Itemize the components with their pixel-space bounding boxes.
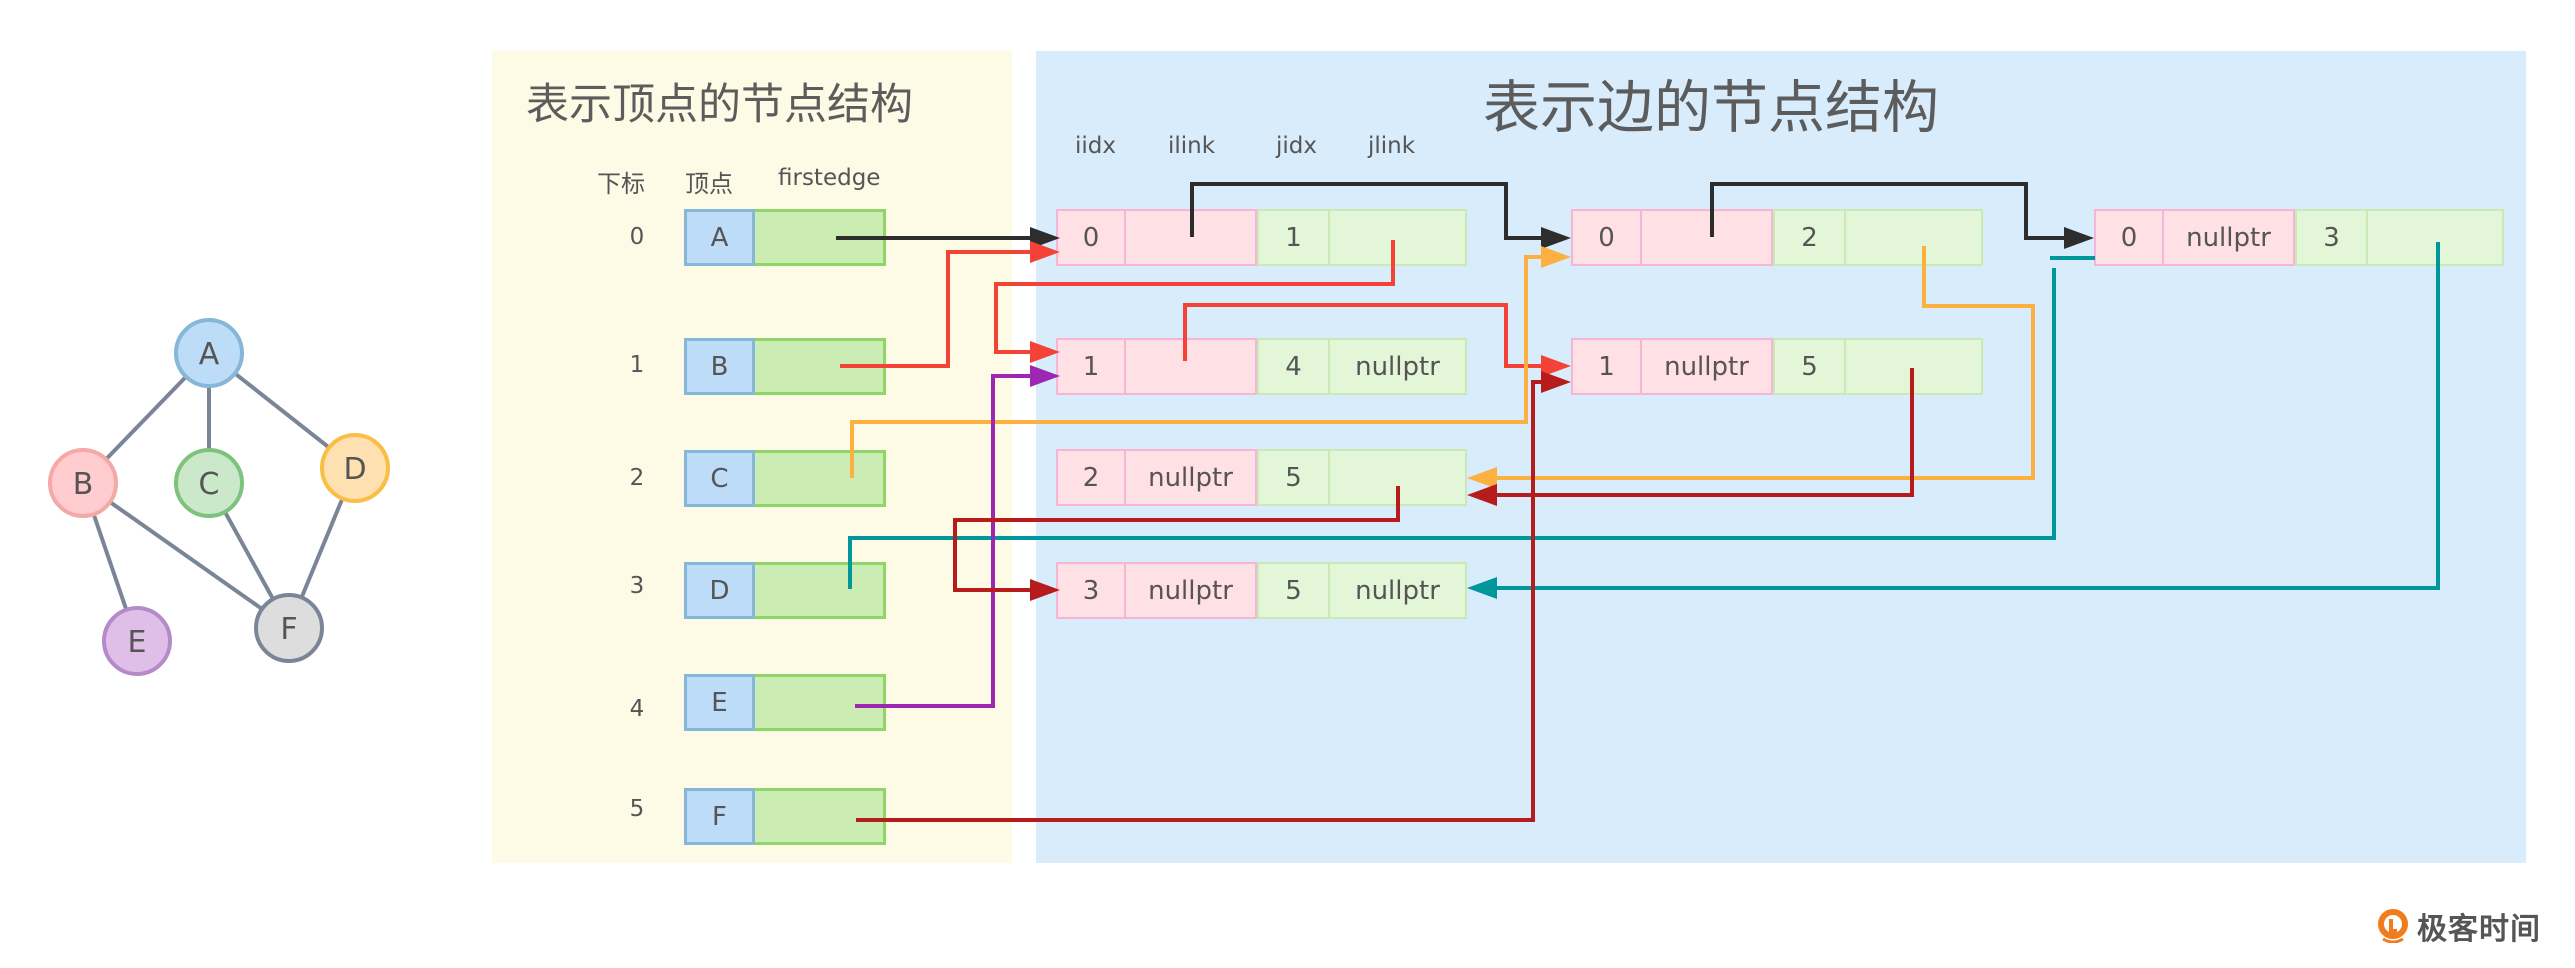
firstedge-cell <box>755 562 886 619</box>
firstedge-cell <box>755 209 886 266</box>
graph-node-label: F <box>280 612 297 647</box>
vertex-index: 2 <box>629 465 645 491</box>
jidx-cell: 1 <box>1257 209 1330 266</box>
jidx-cell: 5 <box>1257 562 1330 619</box>
jlink-cell: nullptr <box>1330 338 1467 395</box>
graph-node-label: E <box>128 625 147 660</box>
header-jidx: jidx <box>1276 133 1317 159</box>
graph-node-E <box>102 606 172 676</box>
jlink-cell <box>1846 209 1983 266</box>
iidx-cell: 1 <box>1571 338 1642 395</box>
iidx-cell: 0 <box>1571 209 1642 266</box>
vertex-cell: E <box>684 674 755 731</box>
jidx-cell: 5 <box>1257 449 1330 506</box>
firstedge-cell <box>755 788 886 845</box>
vertex-cell: C <box>684 450 755 507</box>
ilink-cell: nullptr <box>2164 209 2295 266</box>
vertex-index: 0 <box>629 224 645 250</box>
iidx-cell: 2 <box>1056 449 1126 506</box>
jlink-cell <box>1846 338 1983 395</box>
vertex-cell: F <box>684 788 755 845</box>
iidx-cell: 1 <box>1056 338 1126 395</box>
ilink-cell: nullptr <box>1126 449 1257 506</box>
graph-edge-BF <box>81 481 291 630</box>
header-firstedge: firstedge <box>778 165 881 191</box>
graph-node-F <box>254 593 324 663</box>
graph-node-D <box>320 433 390 503</box>
graph-node-label: A <box>199 337 220 372</box>
header-ilink: ilink <box>1168 133 1216 159</box>
vertex-cell: A <box>684 209 755 266</box>
iidx-cell: 3 <box>1056 562 1126 619</box>
graph-node-B <box>48 448 118 518</box>
graph-node-A <box>174 318 244 388</box>
vertex-panel-title: 表示顶点的节点结构 <box>526 80 913 130</box>
ilink-cell <box>1126 338 1257 395</box>
ilink-cell: nullptr <box>1642 338 1773 395</box>
iidx-cell: 0 <box>1056 209 1126 266</box>
vertex-index: 3 <box>629 573 645 599</box>
header-index: 下标 <box>597 170 645 198</box>
graph-node-label: C <box>199 467 220 502</box>
logo-text: 极客时间 <box>2417 912 2541 947</box>
jidx-cell: 5 <box>1773 338 1846 395</box>
vertex-cell: B <box>684 338 755 395</box>
ilink-cell <box>1642 209 1773 266</box>
header-vertex: 顶点 <box>685 170 733 198</box>
vertex-index: 1 <box>629 352 645 378</box>
brand-logo: 极客时间 <box>2377 904 2541 948</box>
header-iidx: iidx <box>1075 133 1116 159</box>
jidx-cell: 4 <box>1257 338 1330 395</box>
logo-icon <box>2378 909 2408 943</box>
graph-illustration: A B C D E F <box>48 318 390 676</box>
firstedge-cell <box>755 674 886 731</box>
jidx-cell: 2 <box>1773 209 1846 266</box>
ilink-cell: nullptr <box>1126 562 1257 619</box>
iidx-cell: 0 <box>2094 209 2164 266</box>
jlink-cell: nullptr <box>1330 562 1467 619</box>
vertex-index: 5 <box>629 796 645 822</box>
graph-node-label: B <box>73 467 94 502</box>
graph-node-label: D <box>343 452 366 487</box>
firstedge-cell <box>755 338 886 395</box>
jidx-cell: 3 <box>2295 209 2368 266</box>
firstedge-cell <box>755 450 886 507</box>
jlink-cell <box>1330 209 1467 266</box>
edge-panel-title: 表示边的节点结构 <box>1483 75 1939 141</box>
header-jlink: jlink <box>1368 133 1416 159</box>
ilink-cell <box>1126 209 1257 266</box>
jlink-cell <box>1330 449 1467 506</box>
vertex-cell: D <box>684 562 755 619</box>
jlink-cell <box>2368 209 2504 266</box>
vertex-index: 4 <box>629 696 645 722</box>
graph-node-C <box>174 448 244 518</box>
